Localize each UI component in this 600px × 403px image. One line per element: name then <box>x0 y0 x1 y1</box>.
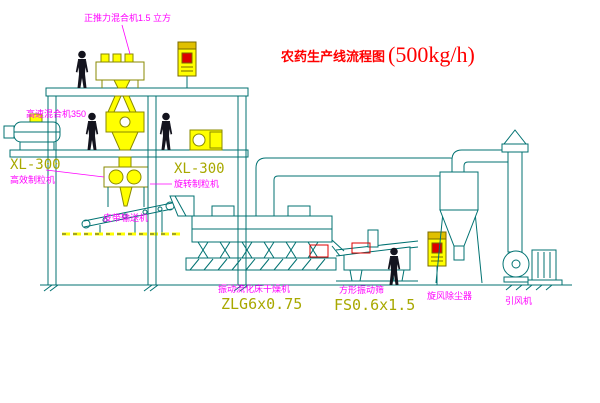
label-cyclone: 旋风除尘器 <box>427 291 473 301</box>
dryer-feed-hopper <box>169 195 195 217</box>
control-cabinet-right <box>427 231 447 286</box>
label-sieve-name: 方形振动筛 <box>339 285 385 295</box>
indicator-red <box>181 52 193 64</box>
label-granulator-center-model: XL-300 <box>174 161 225 177</box>
worker-top-floor <box>75 50 89 88</box>
title-capacity: (500kg/h) <box>388 42 475 67</box>
belt-conveyor <box>62 201 182 236</box>
top-mixer <box>95 53 145 89</box>
fluid-bed-dryer <box>185 205 337 271</box>
title-text: 农药生产线流程图 <box>281 48 386 64</box>
label-dryer-model: ZLG6x0.75 <box>221 295 303 313</box>
label-granulator-left-name: 高效制粒机 <box>10 175 56 185</box>
ground-line <box>40 284 572 292</box>
rain-cap-icon <box>502 129 528 145</box>
cyclone-separator <box>435 171 483 284</box>
label-sieve-model: FS0.6x1.5 <box>334 296 416 314</box>
floor2-machine <box>105 111 145 151</box>
worker-second-floor-left <box>85 112 99 150</box>
label-granulator-left-model: XL-300 <box>10 157 61 173</box>
vibrating-sieve <box>331 229 419 282</box>
label-fan: 引风机 <box>505 296 533 306</box>
discharge-marking <box>309 244 329 258</box>
label-top-mixer: 正推力混合机1.5 立方 <box>84 13 172 23</box>
exhaust-duct <box>255 157 461 217</box>
leader-lines <box>45 24 172 185</box>
induced-draft-fan <box>502 249 563 286</box>
cyclone-outlet-duct <box>451 149 509 173</box>
indicator-red <box>431 242 443 254</box>
high-speed-mixer <box>3 113 61 150</box>
building-columns <box>47 96 247 285</box>
floor2-motor <box>189 129 223 151</box>
feed-chute <box>107 95 137 113</box>
label-granulator-center-name: 旋转制粒机 <box>174 179 220 189</box>
label-high-speed-mixer: 高速混合机350 <box>26 109 87 119</box>
label-dryer-name: 振动流化床干燥机 <box>218 284 291 294</box>
label-belt-conveyor: 皮带输送机 <box>103 213 149 223</box>
exhaust-stack <box>501 129 529 253</box>
diagram-title: 农药生产线流程图 (500kg/h) <box>281 42 475 68</box>
worker-second-floor-right <box>159 112 173 150</box>
control-cabinet-top <box>177 41 197 89</box>
granulator <box>103 156 149 207</box>
screen-marking <box>351 242 371 254</box>
